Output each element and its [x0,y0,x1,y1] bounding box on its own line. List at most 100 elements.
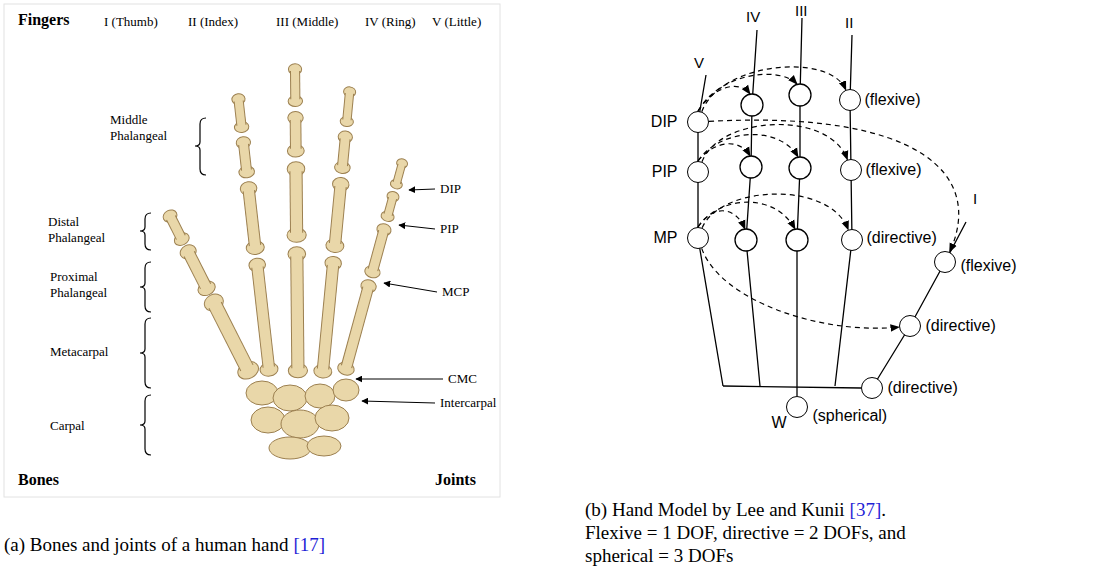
bone-edge [347,139,350,166]
joint-label: Intercarpal [440,395,496,411]
bone-shaft [291,252,304,372]
bone-shaft [290,116,301,152]
bone-edge [329,266,339,370]
bone-edge [254,190,260,245]
carpal-bone [333,379,359,401]
bone-shaft [329,182,347,247]
coupling-arrow [702,124,847,161]
bone-edge [252,268,263,368]
joint-circle: (directive) [841,229,863,251]
caption: . [881,498,886,521]
bone [177,242,218,299]
joint-leaders [356,189,443,403]
bone-label: Proximal Phalangeal [50,269,130,301]
bone-edge [289,171,291,232]
bone-shaft [392,161,406,186]
finger-numeral: V [694,54,704,72]
finger-label: V (Little) [432,14,481,30]
bone-label: Middle Phalangeal [110,112,190,144]
bone [287,111,304,157]
bone [313,256,343,379]
joint-circle: DIP [687,111,709,133]
bone-shaft [207,298,255,375]
bone-label: Metacarpal [50,344,108,360]
carpal-bone [307,436,341,456]
bone-edge [243,100,246,124]
carpal-bone [251,407,285,433]
bone [380,190,401,223]
bone-shaft [243,186,261,249]
bone-edge [263,267,274,367]
bone-label: Carpal [50,418,85,434]
bone-edge [329,186,334,243]
bone [160,207,191,248]
bone-edge [300,120,301,149]
bone-shaft [340,283,374,371]
finger-label: III (Middle) [276,14,338,30]
bone-edge [343,93,346,119]
joint-circle: (directive) [861,377,883,399]
joint-label: DIP [440,181,461,197]
joint-label: MP [654,229,678,247]
bone-label: Distal Phalangeal [48,214,128,246]
carpal-bone [269,437,311,459]
bone [334,130,354,174]
bone [235,136,255,179]
bone-shaft [337,135,350,169]
panel-heading: Bones [18,470,59,490]
bone-edge [299,71,300,99]
coupling-arrow [702,67,846,112]
bone-shaft [234,97,246,128]
bone [288,64,303,107]
bone-edge [317,265,327,369]
bone-edge [234,101,237,125]
bone [389,157,409,190]
bone-edge [303,256,304,368]
joint-circle: MP [687,227,709,249]
bone-shaft [317,261,339,373]
coupling-arrows [698,74,798,229]
bone-edge [167,220,177,240]
bone-edge [209,308,241,371]
bone-edge [221,302,253,365]
joint-label: (directive) [888,379,958,397]
finger-label: IV (Ring) [365,14,416,30]
bone [201,291,262,383]
joint-circles [735,84,811,251]
coupling-arrow [709,120,959,252]
finger-label: I (Thumb) [104,14,158,30]
bone-shaft [343,90,354,123]
bone-edge [341,287,362,366]
finger-numeral: IV [746,8,760,26]
reference: [17] [293,533,325,556]
bone [287,247,307,378]
bone-edge [392,199,397,216]
bone-edge [378,233,388,271]
bone-edge [393,164,398,182]
joint-label: W [771,414,786,432]
joint-label: (directive) [867,229,937,247]
finger-label: II (Index) [188,14,238,30]
hand-bones [160,64,409,459]
carpal-bone [281,410,319,438]
bone-shaft [290,167,303,237]
bone-shaft [182,248,212,292]
bone-edge [249,144,252,170]
bone-edge [194,251,210,283]
joint-label: MCP [442,284,469,300]
caption: (b) Hand Model by Lee and Kunii [585,498,845,521]
joint-label: (flexive) [961,257,1017,275]
hand-model-skeleton [698,18,966,396]
joint-label: (directive) [926,317,996,335]
bone-shaft [251,263,274,372]
coupling-arrow [702,194,848,230]
bone-edge [290,71,291,99]
bone-edge [290,120,291,149]
joint-label: PIP [440,221,459,237]
coupling-arrow [702,248,899,328]
joint-label: (flexive) [866,161,922,179]
bone [336,278,378,377]
bone-edge [291,256,292,368]
